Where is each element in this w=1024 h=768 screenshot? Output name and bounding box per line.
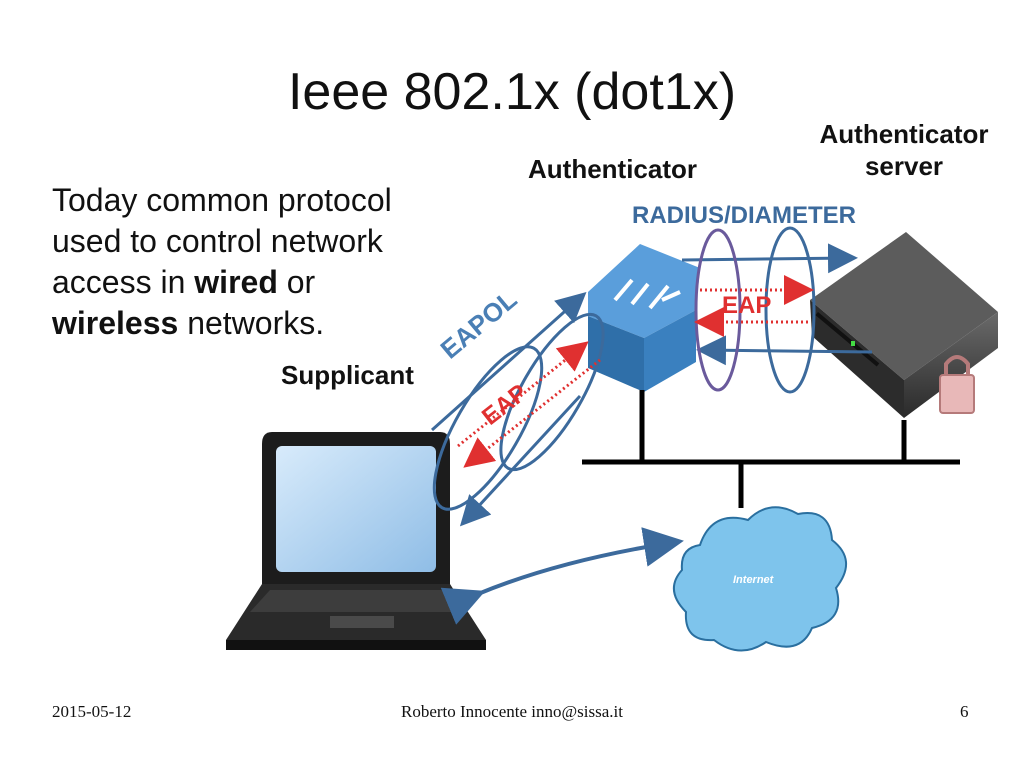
- auth-server-label-line1: Authenticator: [819, 119, 989, 149]
- body-line-4: wireless networks.: [52, 303, 452, 344]
- slide-title: Ieee 802.1x (dot1x): [287, 63, 737, 121]
- body-text: Today common protocol used to control ne…: [52, 180, 452, 344]
- authenticator-label: Authenticator: [528, 154, 697, 184]
- body-line-1: Today common protocol: [52, 182, 392, 218]
- internet-label: Internet: [733, 574, 775, 586]
- footer-author: Roberto Innocente inno@sissa.it: [401, 702, 623, 721]
- auth-server-label-line2: server: [864, 151, 944, 181]
- eap-right-label: EAP: [722, 292, 771, 319]
- auth-server-label: Authenticator server: [796, 118, 1012, 182]
- wired-term: wired: [194, 264, 278, 300]
- eap-left-arrows: [457, 341, 601, 468]
- eap-right-arrows: [694, 275, 814, 337]
- internet-link-arrow: [440, 527, 684, 625]
- switch-icon: [588, 244, 700, 392]
- body-line-3: access in wired or: [52, 262, 452, 303]
- eapol-link: [431, 292, 605, 527]
- supplicant-label: Supplicant: [281, 360, 414, 390]
- body-line-3-post: or: [277, 264, 316, 300]
- footer-date: 2015-05-12: [52, 702, 132, 721]
- body-line-3-pre: access in: [52, 264, 195, 300]
- wireless-term: wireless: [52, 305, 179, 341]
- radius-diameter-label: RADIUS/DIAMETER: [632, 202, 857, 229]
- wired-bus: [582, 390, 960, 508]
- body-line-2: used to control network: [52, 223, 383, 259]
- internet-cloud-icon: Internet: [673, 506, 847, 652]
- server-icon: [810, 232, 998, 418]
- body-line-4-post: networks.: [178, 305, 325, 341]
- footer-page-number: 6: [960, 702, 969, 721]
- laptop-icon: [226, 432, 486, 650]
